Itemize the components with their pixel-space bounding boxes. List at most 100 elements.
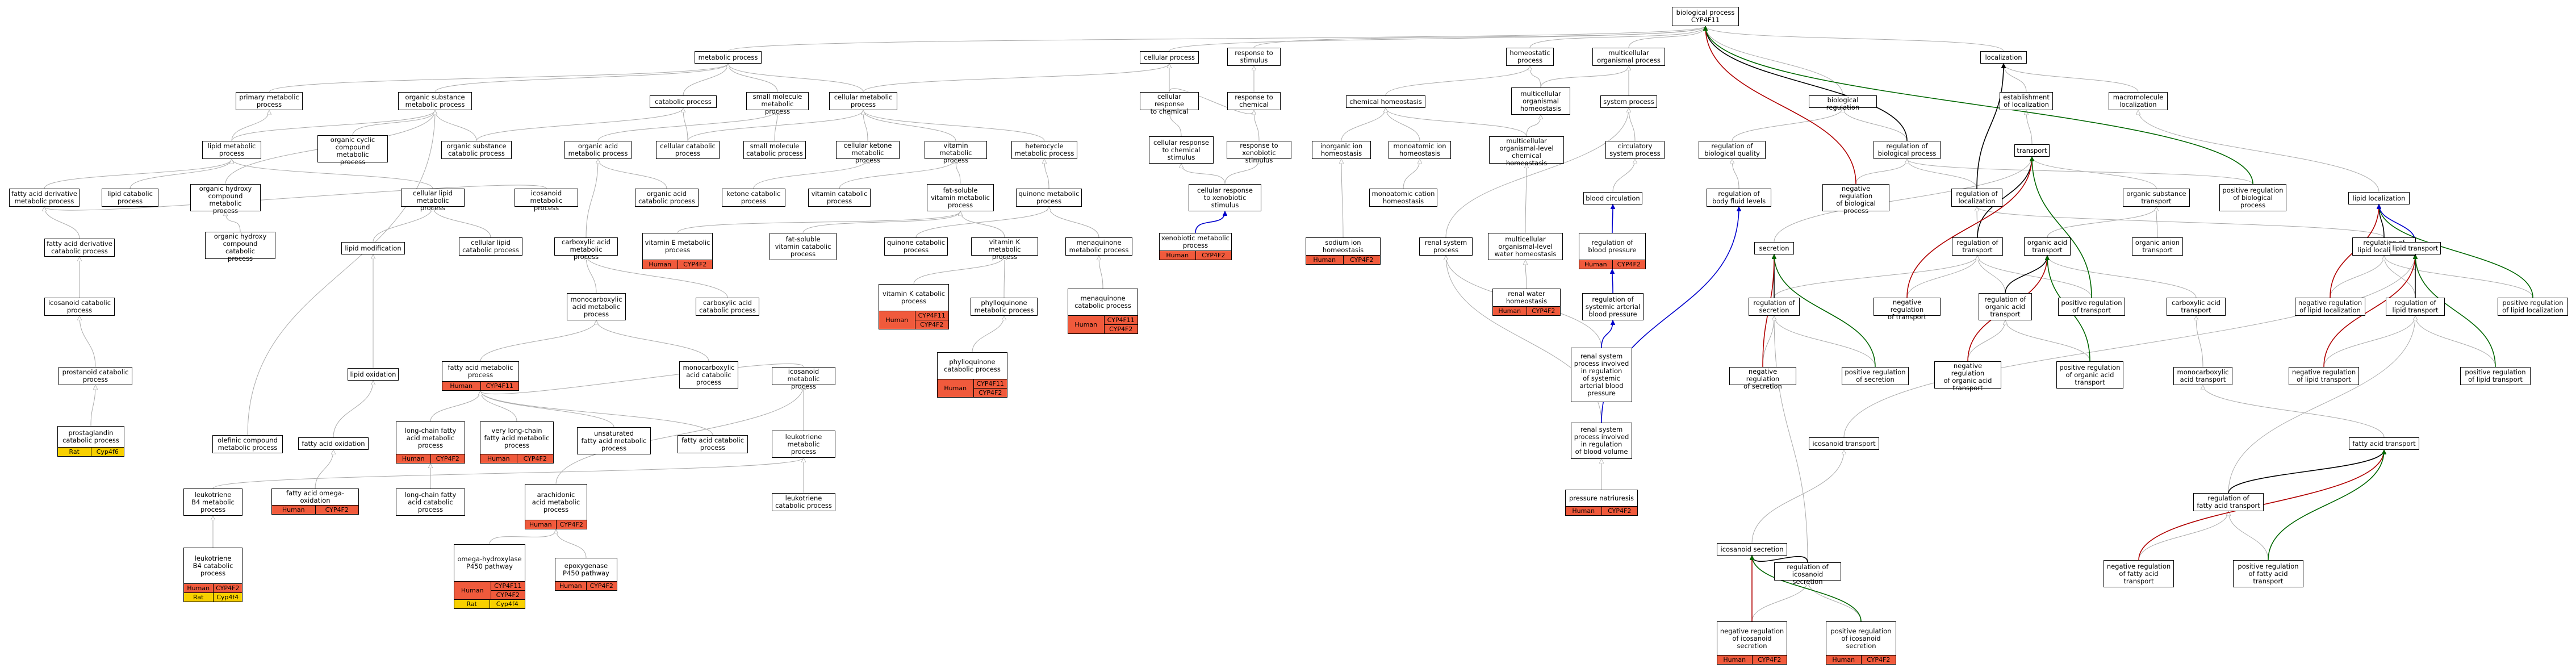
go-term-quinone-metabolic[interactable]: quinone metabolic process xyxy=(1016,189,1082,207)
go-term-chemical-homeostasis[interactable]: chemical homeostasis xyxy=(1346,95,1425,108)
go-term-monocarboxylic-acid-metabolic[interactable]: monocarboxylic acid metabolic process xyxy=(567,293,626,320)
go-term-regulation-lipid-transport[interactable]: regulation of lipid transport xyxy=(2386,298,2445,316)
go-term-positive-regulation-icosanoid-secretion[interactable]: positive regulation of icosanoid secreti… xyxy=(1826,621,1896,665)
go-term-regulation-localization[interactable]: regulation of localization xyxy=(1951,189,2002,207)
go-term-organic-acid-catabolic[interactable]: organic acid catabolic process xyxy=(635,189,699,207)
go-term-blood-circulation[interactable]: blood circulation xyxy=(1583,192,1642,204)
go-term-multicellular-organismal-water[interactable]: multicellular organismal-level water hom… xyxy=(1488,233,1563,260)
go-term-cellular-process[interactable]: cellular process xyxy=(1140,51,1199,64)
go-term-bp[interactable]: biological process CYP4F11 xyxy=(1672,7,1739,26)
go-term-fat-soluble-vitamin-catabolic[interactable]: fat-soluble vitamin catabolic process xyxy=(770,233,837,260)
go-term-fat-soluble-vitamin-metabolic[interactable]: fat-soluble vitamin metabolic process xyxy=(927,184,994,211)
go-term-negative-regulation-organic-acid-transport[interactable]: negative regulation of organic acid tran… xyxy=(1934,361,2001,392)
go-term-regulation-fatty-acid-transport[interactable]: regulation of fatty acid transport xyxy=(2193,493,2264,511)
go-term-negative-regulation-fatty-acid-transport[interactable]: negative regulation of fatty acid transp… xyxy=(2104,560,2174,587)
go-term-cellular-metabolic[interactable]: cellular metabolic process xyxy=(829,92,897,110)
go-term-carboxylic-acid-metabolic[interactable]: carboxylic acid metabolic process xyxy=(554,237,618,261)
go-term-multicellular-organismal-chemical-homeostasis[interactable]: multicellular organismal-level chemical … xyxy=(1489,136,1564,167)
go-term-renal-system[interactable]: renal system process xyxy=(1419,237,1473,256)
go-term-vitamin-k-metabolic[interactable]: vitamin K metabolic process xyxy=(971,237,1038,261)
go-term-small-molecule-catabolic[interactable]: small molecule catabolic process xyxy=(743,141,806,159)
go-term-organic-hydroxy-metabolic[interactable]: organic hydroxy compound metabolic proce… xyxy=(190,184,261,215)
go-term-regulation-biological-process[interactable]: regulation of biological process xyxy=(1874,141,1941,159)
go-term-heterocycle-metabolic[interactable]: heterocycle metabolic process xyxy=(1011,141,1077,159)
go-term-inorganic-ion-homeostasis[interactable]: inorganic ion homeostasis xyxy=(1312,141,1371,159)
go-term-organic-substance-catabolic[interactable]: organic substance catabolic process xyxy=(441,141,512,159)
go-term-fatty-acid-oxidation[interactable]: fatty acid oxidation xyxy=(298,437,369,450)
go-term-phylloquinone-metabolic[interactable]: phylloquinone metabolic process xyxy=(971,298,1038,316)
go-term-monocarboxylic-acid-transport[interactable]: monocarboxylic acid transport xyxy=(2173,367,2232,385)
go-term-cellular-response-chemical-stimulus[interactable]: cellular response to chemical stimulus xyxy=(1149,136,1214,164)
go-term-cellular-catabolic[interactable]: cellular catabolic process xyxy=(656,141,720,159)
go-term-cellular-lipid-catabolic[interactable]: cellular lipid catabolic process xyxy=(459,237,522,256)
go-term-lipid-transport[interactable]: lipid transport xyxy=(2390,242,2441,254)
go-term-prostanoid-catabolic[interactable]: prostanoid catabolic process xyxy=(58,367,132,385)
go-term-renal-system-blood-pressure[interactable]: renal system process involved in regulat… xyxy=(1571,348,1632,402)
go-term-regulation-biological-quality[interactable]: regulation of biological quality xyxy=(1699,141,1766,159)
go-term-response-chemical[interactable]: response to chemical xyxy=(1227,92,1281,110)
go-term-unsaturated-fatty-acid-metabolic[interactable]: unsaturated fatty acid metabolic process xyxy=(577,427,651,454)
go-term-response-xenobiotic[interactable]: response to xenobiotic stimulus xyxy=(1227,141,1291,164)
go-term-vitamin-catabolic[interactable]: vitamin catabolic process xyxy=(808,189,871,207)
go-term-organic-cyclic-compound-metabolic[interactable]: organic cyclic compound metabolic proces… xyxy=(317,135,388,166)
go-term-carboxylic-acid-catabolic[interactable]: carboxylic acid catabolic process xyxy=(696,298,759,316)
go-term-lipid-oxidation[interactable]: lipid oxidation xyxy=(348,368,399,381)
go-term-secretion[interactable]: secretion xyxy=(1754,242,1794,254)
go-term-lipid-modification[interactable]: lipid modification xyxy=(341,242,405,254)
go-term-menaquinone-metabolic[interactable]: menaquinone metabolic process xyxy=(1065,237,1132,256)
go-term-cellular-lipid-metabolic[interactable]: cellular lipid metabolic process xyxy=(401,189,465,212)
go-term-positive-regulation-biological[interactable]: positive regulation of biological proces… xyxy=(2219,184,2286,211)
go-term-multicellular-organismal[interactable]: multicellular organismal process xyxy=(1592,48,1665,66)
go-term-negative-regulation-lipid-transport[interactable]: negative regulation of lipid transport xyxy=(2289,367,2359,385)
go-term-regulation-body-fluid[interactable]: regulation of body fluid levels xyxy=(1707,189,1771,207)
go-term-icosanoid-secretion[interactable]: icosanoid secretion xyxy=(1717,543,1787,556)
go-term-icosanoid-metabolic[interactable]: icosanoid metabolic process xyxy=(772,367,835,390)
go-term-catabolic[interactable]: catabolic process xyxy=(650,95,717,108)
go-term-cellular-response-xenobiotic[interactable]: cellular response to xenobiotic stimulus xyxy=(1189,184,1261,211)
go-term-organic-hydroxy-catabolic[interactable]: organic hydroxy compound catabolic proce… xyxy=(205,232,275,262)
go-term-positive-regulation-fatty-acid-transport[interactable]: positive regulation of fatty acid transp… xyxy=(2233,560,2303,587)
go-term-renal-system-blood-volume[interactable]: renal system process involved in regulat… xyxy=(1571,423,1632,459)
go-term-positive-regulation-secretion[interactable]: positive regulation of secretion xyxy=(1842,367,1909,385)
go-term-system-process[interactable]: system process xyxy=(1600,95,1657,108)
go-term-negative-regulation-lipid-localization[interactable]: negative regulation of lipid localizatio… xyxy=(2295,298,2365,316)
go-term-ketone-catabolic[interactable]: ketone catabolic process xyxy=(722,189,785,207)
go-term-fatty-acid-catabolic[interactable]: fatty acid catabolic process xyxy=(678,435,748,453)
go-term-regulation-secretion[interactable]: regulation of secretion xyxy=(1749,298,1800,316)
go-term-regulation-organic-acid-transport[interactable]: regulation of organic acid transport xyxy=(1979,293,2032,320)
go-term-response-stimulus[interactable]: response to stimulus xyxy=(1227,48,1281,66)
go-term-long-chain-fatty-acid-catabolic[interactable]: long-chain fatty acid catabolic process xyxy=(396,489,465,516)
go-term-quinone-catabolic[interactable]: quinone catabolic process xyxy=(884,237,948,256)
go-term-icosanoid-catabolic[interactable]: icosanoid catabolic process xyxy=(44,298,115,316)
go-term-negative-regulation-biological[interactable]: negative regulation of biological proces… xyxy=(1822,184,1889,215)
go-term-negative-regulation-secretion[interactable]: negative regulation of secretion xyxy=(1729,367,1796,390)
go-term-monocarboxylic-acid-catabolic[interactable]: monocarboxylic acid catabolic process xyxy=(679,361,738,389)
go-term-establishment-localization[interactable]: establishment of localization xyxy=(2000,92,2053,110)
go-term-fatty-acid-derivative-catabolic[interactable]: fatty acid derivative catabolic process xyxy=(44,239,115,257)
go-term-leukotriene-metabolic[interactable]: leukotriene metabolic process xyxy=(772,431,835,458)
go-term-metabolic[interactable]: metabolic process xyxy=(695,51,762,64)
go-term-macromolecule-localization[interactable]: macromolecule localization xyxy=(2109,92,2168,110)
go-term-multicellular-organismal-homeostasis[interactable]: multicellular organismal homeostasis xyxy=(1511,87,1570,115)
go-term-leukotriene-b4-metabolic[interactable]: leukotriene B4 metabolic process xyxy=(183,489,242,516)
go-term-positive-regulation-organic-acid-transport[interactable]: positive regulation of organic acid tran… xyxy=(2056,361,2123,389)
go-term-positive-regulation-lipid-transport[interactable]: positive regulation of lipid transport xyxy=(2460,367,2531,385)
go-term-biological-regulation[interactable]: biological regulation xyxy=(1809,95,1877,111)
go-term-organic-acid-transport[interactable]: organic acid transport xyxy=(2024,237,2071,256)
go-term-organic-substance-transport[interactable]: organic substance transport xyxy=(2123,189,2190,207)
go-term-olefinic-compound-metabolic[interactable]: olefinic compound metabolic process xyxy=(212,435,283,453)
